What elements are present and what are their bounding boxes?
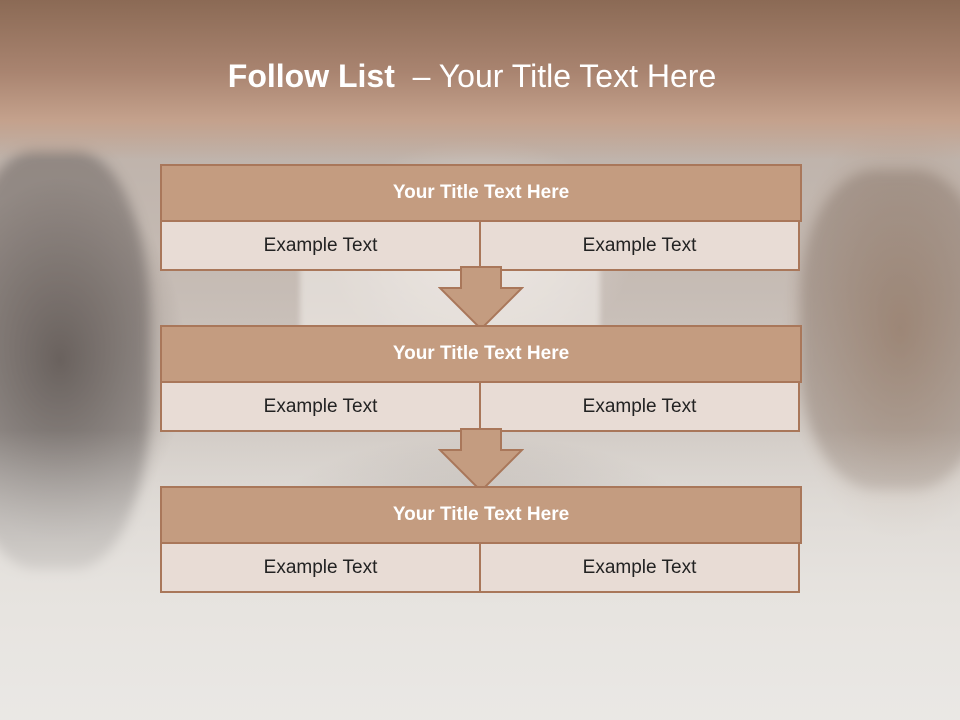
block-cell-right: Example Text — [481, 220, 800, 271]
down-arrow-icon — [438, 266, 524, 331]
block-cell-left: Example Text — [160, 542, 481, 593]
title-subtitle-text: – Your Title Text Here — [412, 58, 717, 94]
slide-title: Follow List – Your Title Text Here — [0, 54, 944, 98]
block-cell-right: Example Text — [481, 381, 800, 432]
block-title: Your Title Text Here — [160, 486, 802, 544]
title-bold-text: Follow List — [227, 58, 395, 94]
header-band — [0, 0, 960, 160]
block-cell-left: Example Text — [160, 220, 481, 271]
down-arrow-icon — [438, 428, 524, 493]
block-cell-right: Example Text — [481, 542, 800, 593]
block-cell-left: Example Text — [160, 381, 481, 432]
block-title: Your Title Text Here — [160, 164, 802, 222]
block-title: Your Title Text Here — [160, 325, 802, 383]
